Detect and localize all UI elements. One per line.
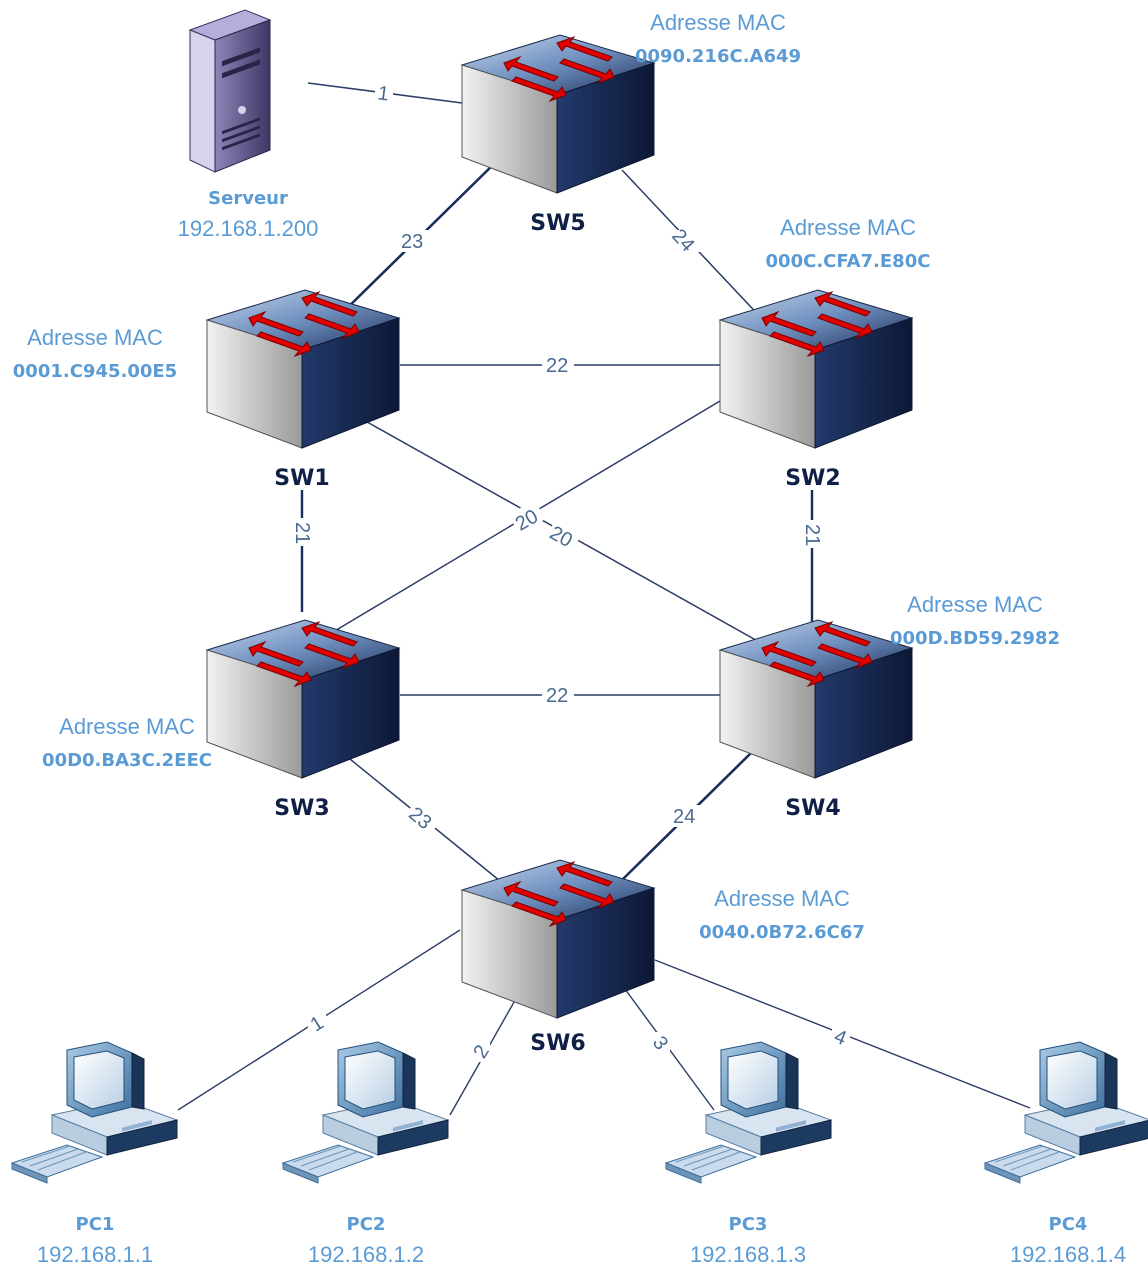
switch-icon (206, 619, 400, 779)
port-label-sw1-sw2: 22 (546, 355, 568, 377)
mac-title: Adresse MAC (714, 886, 850, 911)
pc-1[interactable]: PC1 192.168.1.1 (11, 1041, 178, 1267)
port-label-sw2-sw4: 21 (801, 524, 823, 546)
mac-address: 0090.216C.A649 (635, 46, 801, 67)
switch-label: SW2 (785, 466, 840, 491)
pc-3[interactable]: PC3 192.168.1.3 (665, 1041, 832, 1267)
switch-sw5[interactable]: SW5 Adresse MAC 0090.216C.A649 (461, 10, 801, 236)
switch-label: SW5 (530, 211, 585, 236)
switch-icon (461, 859, 655, 1019)
desktop-computer-icon (984, 1041, 1148, 1184)
port-label-sw1-sw3: 21 (291, 522, 313, 544)
mac-title: Adresse MAC (907, 592, 1043, 617)
pc-ip: 192.168.1.3 (690, 1242, 806, 1267)
pc-4[interactable]: PC4 192.168.1.4 (984, 1041, 1148, 1267)
switch-sw6[interactable]: SW6 Adresse MAC 0040.0B72.6C67 (461, 859, 865, 1056)
mac-address: 000D.BD59.2982 (890, 628, 1060, 649)
pc-ip: 192.168.1.2 (308, 1242, 424, 1267)
mac-address: 0001.C945.00E5 (13, 361, 177, 382)
pc-name: PC4 (1049, 1214, 1088, 1235)
mac-address: 0040.0B72.6C67 (699, 922, 865, 943)
port-label-sw5-sw1: 23 (401, 231, 423, 253)
pc-ip: 192.168.1.1 (37, 1242, 153, 1267)
port-label-server-sw5: 1 (376, 82, 390, 105)
pc-2[interactable]: PC2 192.168.1.2 (282, 1041, 449, 1267)
switch-sw1[interactable]: SW1 Adresse MAC 0001.C945.00E5 (13, 289, 400, 491)
switch-sw3[interactable]: SW3 Adresse MAC 00D0.BA3C.2EEC (42, 619, 400, 821)
switch-label: SW1 (274, 466, 329, 491)
port-label-sw4-sw6: 24 (673, 806, 695, 828)
server[interactable]: Serveur 192.168.1.200 (178, 9, 319, 241)
server-name: Serveur (208, 188, 288, 209)
pc-ip: 192.168.1.4 (1010, 1242, 1126, 1267)
switch-label: SW6 (530, 1031, 585, 1056)
switch-icon (719, 289, 913, 449)
mac-title: Adresse MAC (650, 10, 786, 35)
switch-sw2[interactable]: SW2 Adresse MAC 000C.CFA7.E80C (719, 215, 931, 491)
server-ip: 192.168.1.200 (178, 216, 319, 241)
mac-address: 000C.CFA7.E80C (766, 251, 931, 272)
switch-icon (461, 34, 655, 194)
server-icon (188, 9, 272, 173)
switch-sw4[interactable]: SW4 Adresse MAC 000D.BD59.2982 (719, 592, 1060, 821)
mac-title: Adresse MAC (27, 325, 163, 350)
pc-name: PC1 (76, 1214, 115, 1235)
switch-label: SW3 (274, 796, 329, 821)
pc-name: PC2 (347, 1214, 386, 1235)
desktop-computer-icon (665, 1041, 832, 1184)
switch-label: SW4 (785, 796, 840, 821)
mac-title: Adresse MAC (59, 714, 195, 739)
pc-name: PC3 (729, 1214, 768, 1235)
port-label-sw3-sw4: 22 (546, 685, 568, 707)
mac-title: Adresse MAC (780, 215, 916, 240)
desktop-computer-icon (11, 1041, 178, 1184)
mac-address: 00D0.BA3C.2EEC (42, 750, 212, 771)
desktop-computer-icon (282, 1041, 449, 1184)
